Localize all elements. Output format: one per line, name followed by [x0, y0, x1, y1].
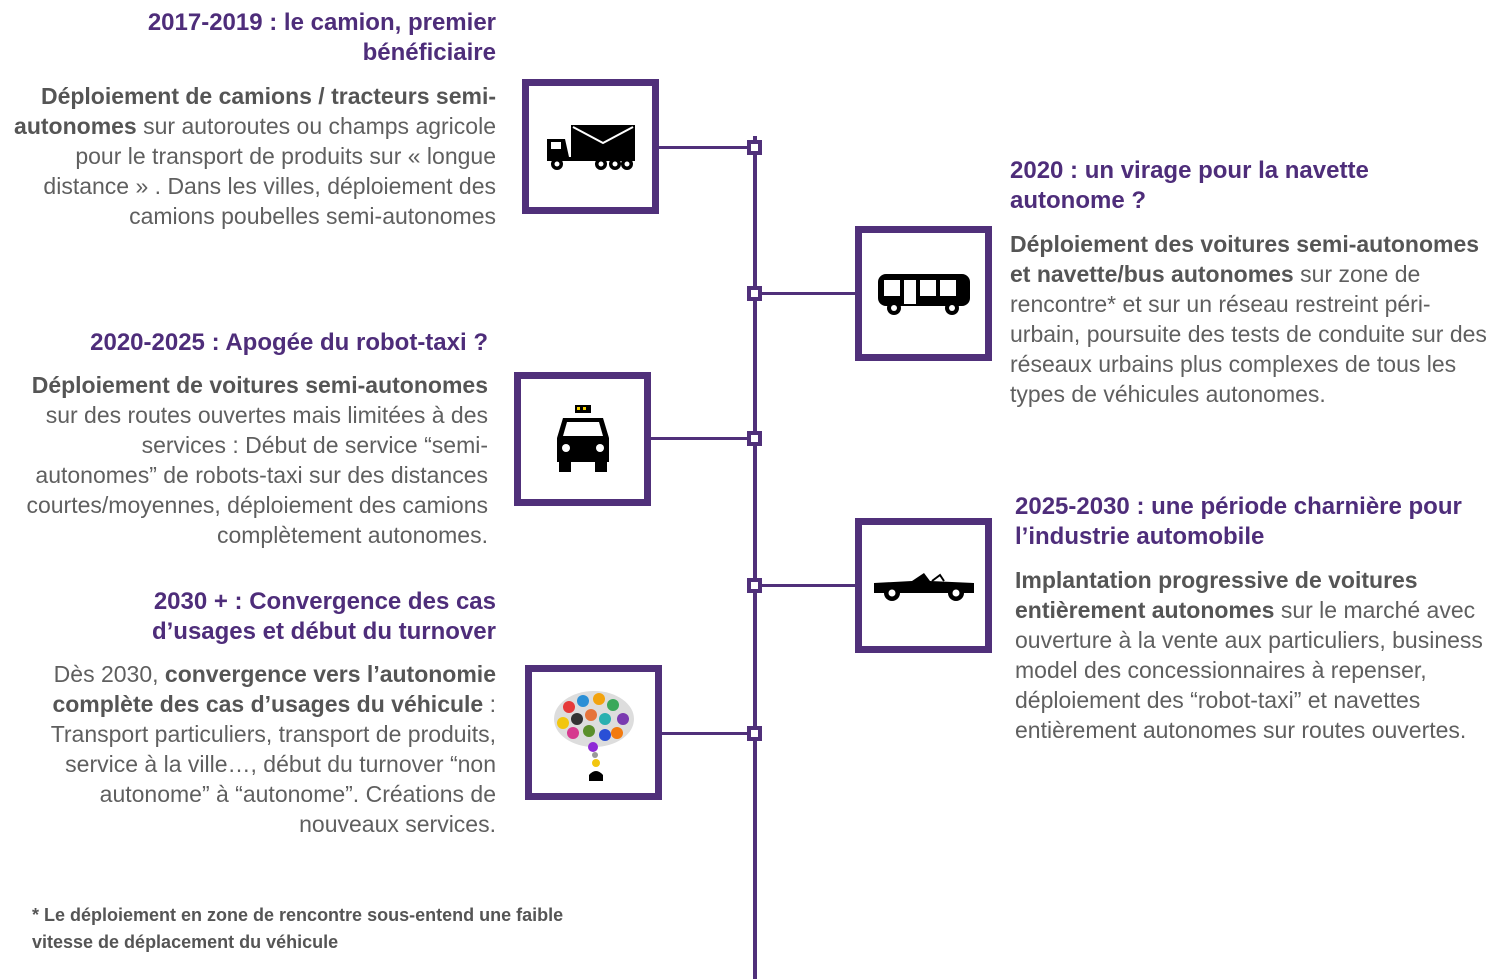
- item-body: Déploiement de camions / tracteurs semi-…: [14, 81, 496, 231]
- timeline-node: [747, 578, 762, 593]
- item-title: 2017-2019 : le camion, premier bénéficia…: [147, 9, 496, 66]
- item-title: 2020-2025 : Apogée du robot-taxi ?: [90, 329, 488, 356]
- bus-icon-box: [855, 226, 992, 361]
- timeline-node: [747, 431, 762, 446]
- connector-line: [658, 146, 748, 149]
- timeline-node: [747, 140, 762, 155]
- taxi-icon: [556, 405, 609, 472]
- timeline-axis: [753, 136, 757, 979]
- item-body-bold: Déploiement des voitures semi-autonomes …: [1010, 231, 1480, 287]
- item-body-bold: Déploiement de voitures semi-autonomes: [31, 372, 488, 398]
- item-body: Implantation progressive de voitures ent…: [1015, 565, 1491, 745]
- connector-line: [651, 437, 748, 440]
- item-title: 2020 : un virage pour la navette autonom…: [1010, 157, 1369, 214]
- item-body-text: sur zone de rencontre* et sur un réseau …: [1010, 261, 1487, 407]
- item-body-text: sur des routes ouvertes mais limitées à …: [26, 402, 488, 548]
- timeline-node: [747, 726, 762, 741]
- connector-line: [761, 584, 855, 587]
- item-body-bold: convergence vers l’autonomie complète de…: [52, 661, 496, 717]
- item-title: 2025-2030 : une période charnière pour l…: [1015, 493, 1462, 550]
- item-body-bold: Implantation progressive de voitures ent…: [1015, 567, 1418, 623]
- item-body-text: sur autoroutes ou champs agricole pour l…: [43, 113, 496, 229]
- thinking-head-icon-box: [525, 665, 662, 800]
- item-body-text: : Transport particuliers, transport de p…: [50, 691, 496, 837]
- connector-line: [662, 732, 748, 735]
- timeline-node: [747, 286, 762, 301]
- item-body: Déploiement des voitures semi-autonomes …: [1010, 229, 1494, 409]
- item-body: Dès 2030, convergence vers l’autonomie c…: [14, 659, 496, 839]
- connector-line: [761, 292, 855, 295]
- thinking-head-icon: [553, 690, 634, 781]
- item-body: Déploiement de voitures semi-autonomes s…: [14, 370, 488, 550]
- taxi-icon-box: [514, 372, 651, 506]
- item-body-bold: Déploiement de camions / tracteurs semi-…: [14, 83, 496, 139]
- truck-icon: [546, 124, 635, 170]
- truck-icon-box: [522, 79, 659, 214]
- item-body-intro: Dès 2030,: [53, 661, 165, 687]
- item-title: 2030 + : Convergence des cas d’usages et…: [151, 588, 496, 645]
- footnote: * Le déploiement en zone de rencontre so…: [32, 905, 564, 952]
- convertible-car-icon: [873, 572, 974, 601]
- bus-icon: [877, 273, 970, 315]
- item-body-text: sur le marché avec ouverture à la vente …: [1015, 597, 1483, 743]
- convertible-car-icon-box: [855, 518, 992, 653]
